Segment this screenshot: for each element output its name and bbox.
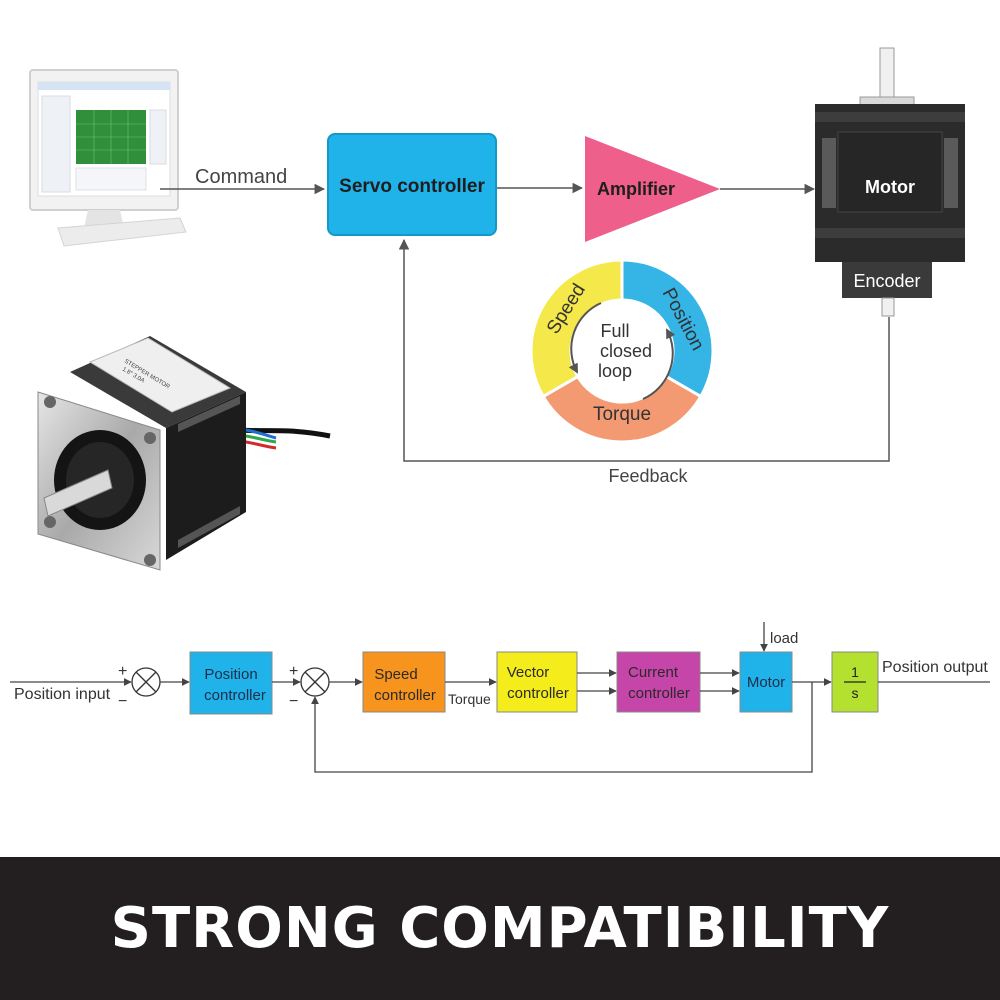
servo-system-diagram: Command Servo controller Amplifier Motor… <box>10 47 990 773</box>
servo-controller-label: Servo controller <box>339 176 485 197</box>
motor-block <box>815 47 965 317</box>
command-label: Command <box>195 166 287 188</box>
current-controller-line2: controller <box>628 685 690 702</box>
speed-controller-line1: Speed <box>374 666 417 683</box>
position-segment <box>620 258 715 399</box>
minus-sign-2: − <box>289 693 298 710</box>
plus-sign-1: + <box>118 663 127 680</box>
loop-center-line2: closed <box>600 341 652 361</box>
position-input-label: Position input <box>14 686 111 703</box>
vector-controller-line2: controller <box>507 685 569 702</box>
inner-feedback-loop <box>311 682 813 773</box>
stepper-motor-image <box>37 336 331 571</box>
banner-text: STRONG COMPATIBILITY <box>110 896 890 961</box>
closed-loop-ring <box>529 258 715 444</box>
torque-label: Torque <box>448 691 491 707</box>
amplifier-triangle <box>585 136 720 242</box>
summing-junction-1 <box>131 667 161 697</box>
motor-block-label: Motor <box>747 674 785 691</box>
minus-sign-1: − <box>118 693 127 710</box>
current-controller-line1: Current <box>628 664 679 681</box>
feedback-path <box>398 238 890 462</box>
banner: STRONG COMPATIBILITY <box>0 857 1000 1000</box>
torque-segment-label: Torque <box>593 404 651 425</box>
current-controller-block <box>616 651 701 713</box>
amplifier-label: Amplifier <box>597 179 675 199</box>
load-label: load <box>770 630 798 647</box>
loop-center-line3: loop <box>598 361 632 381</box>
speed-controller-line2: controller <box>374 687 436 704</box>
loop-center-line1: Full <box>600 321 629 341</box>
computer-monitor-icon <box>29 69 187 247</box>
position-controller-block <box>189 651 273 715</box>
vector-controller-line1: Vector <box>507 664 550 681</box>
vector-controller-block <box>496 651 578 713</box>
feedback-label: Feedback <box>608 466 688 486</box>
motor-block-bottom <box>739 651 793 713</box>
summing-junction-2 <box>300 667 330 697</box>
servo-controller-block <box>327 133 497 236</box>
integrator-denominator: s <box>852 685 859 701</box>
torque-segment <box>541 374 703 444</box>
position-controller-line1: Position <box>204 666 257 683</box>
motor-label: Motor <box>865 177 915 197</box>
plus-sign-2: + <box>289 663 298 680</box>
position-controller-line2: controller <box>204 687 266 704</box>
position-output-label: Position output <box>882 659 988 676</box>
encoder-label: Encoder <box>853 271 920 291</box>
integrator-numerator: 1 <box>851 664 859 680</box>
